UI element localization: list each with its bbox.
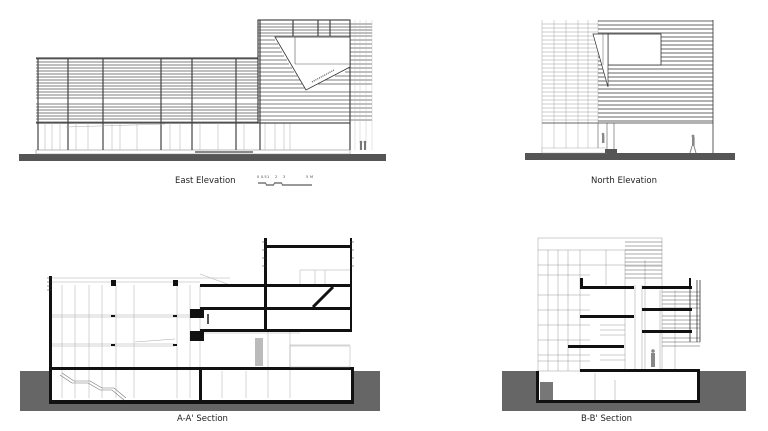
scale-bar-tick-0-5: 0.5 [261,175,267,179]
scale-bar: 0 0.5 1 2 3 5 M [256,174,316,188]
scale-bar-graphic [258,182,312,186]
scale-bar-tick-5: 5 [306,175,309,179]
east-elevation-svg [19,19,386,161]
drawing-caption: North Elevation [591,176,657,186]
drawing-caption: East Elevation [175,176,236,186]
drawing-caption: B-B' Section [581,414,633,424]
north-elevation-drawing: North Elevation [490,0,768,190]
aa-section-svg [20,238,380,411]
scale-bar-tick-1: 1 [267,175,270,179]
aa-section-drawing: A-A' Section [0,230,380,431]
scale-bar-tick-3: 3 [283,175,286,179]
scale-bar-tick-0: 0 [257,175,260,179]
bb-section-svg [502,237,746,411]
bb-section-drawing: B-B' Section [490,230,768,431]
scale-bar-tick-2: 2 [275,175,278,179]
scale-bar-unit: M [310,175,314,179]
drawing-caption: A-A' Section [177,414,228,424]
north-elevation-svg [525,20,735,160]
east-elevation-drawing: East Elevation [0,0,400,186]
